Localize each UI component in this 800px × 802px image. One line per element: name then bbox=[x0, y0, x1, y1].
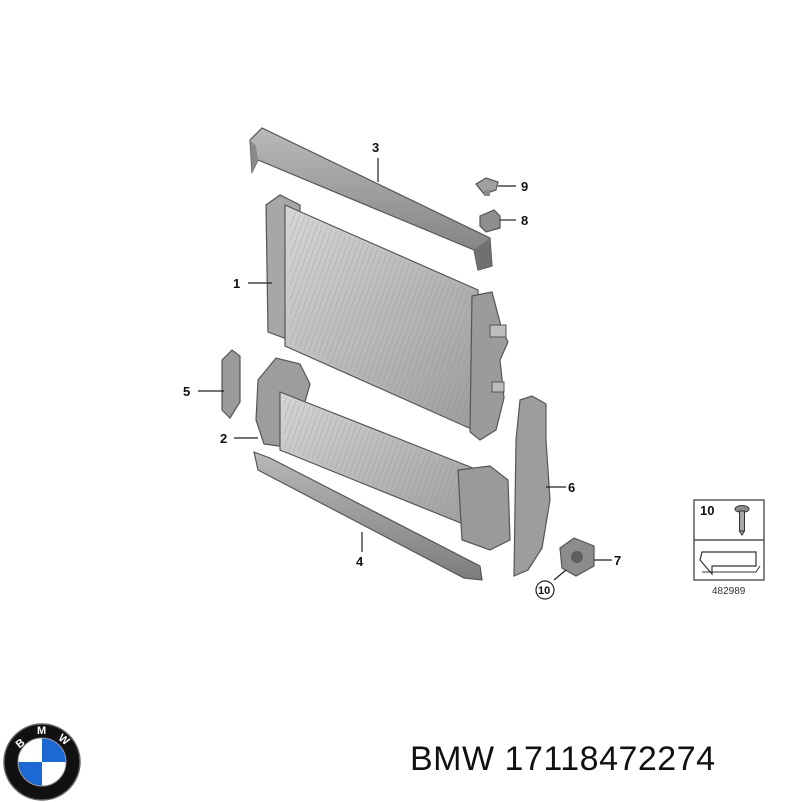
callout-label: 9 bbox=[521, 179, 528, 194]
part-lower-air-duct bbox=[253, 451, 483, 581]
callout-label: 3 bbox=[372, 140, 379, 155]
part-clip bbox=[475, 177, 499, 196]
logo-letter: M bbox=[37, 725, 46, 737]
part-rubber-mount bbox=[479, 209, 501, 233]
callout-10: 10 bbox=[535, 569, 567, 600]
part-number: 17118472274 bbox=[504, 740, 716, 778]
callout-4: 4 bbox=[356, 532, 364, 569]
screw-icon bbox=[734, 505, 750, 536]
callout-label: 5 bbox=[183, 384, 190, 399]
part-left-bracket bbox=[221, 349, 241, 419]
callout-label: 8 bbox=[521, 213, 528, 228]
legend-box: 10 482989 bbox=[693, 499, 765, 597]
brand-name: BMW bbox=[410, 740, 495, 778]
callout-label: 1 bbox=[233, 276, 240, 291]
callout-label: 4 bbox=[356, 554, 364, 569]
legend-part-number: 10 bbox=[700, 503, 714, 518]
bmw-logo: B M W bbox=[3, 723, 81, 801]
callout-9: 9 bbox=[498, 179, 528, 194]
callout-8: 8 bbox=[500, 213, 528, 228]
callout-6: 6 bbox=[546, 480, 575, 495]
reference-code: 482989 bbox=[712, 586, 746, 597]
callout-label: 2 bbox=[220, 431, 227, 446]
part-radiator bbox=[265, 194, 509, 441]
callout-label: 6 bbox=[568, 480, 575, 495]
callout-7: 7 bbox=[594, 553, 621, 568]
callout-2: 2 bbox=[220, 431, 258, 446]
callout-3: 3 bbox=[372, 140, 379, 182]
part-caption: BMW 17118472274 bbox=[410, 740, 716, 779]
callout-1: 1 bbox=[233, 276, 272, 291]
callout-label: 7 bbox=[614, 553, 621, 568]
part-mount bbox=[559, 537, 595, 577]
arrow-icon bbox=[699, 551, 761, 576]
callout-circle bbox=[535, 580, 555, 600]
callout-label: 10 bbox=[538, 585, 550, 597]
callout-5: 5 bbox=[183, 384, 224, 399]
part-upper-air-duct bbox=[249, 127, 493, 271]
part-right-bracket bbox=[513, 395, 551, 577]
part-charge-air-cooler bbox=[255, 357, 511, 551]
